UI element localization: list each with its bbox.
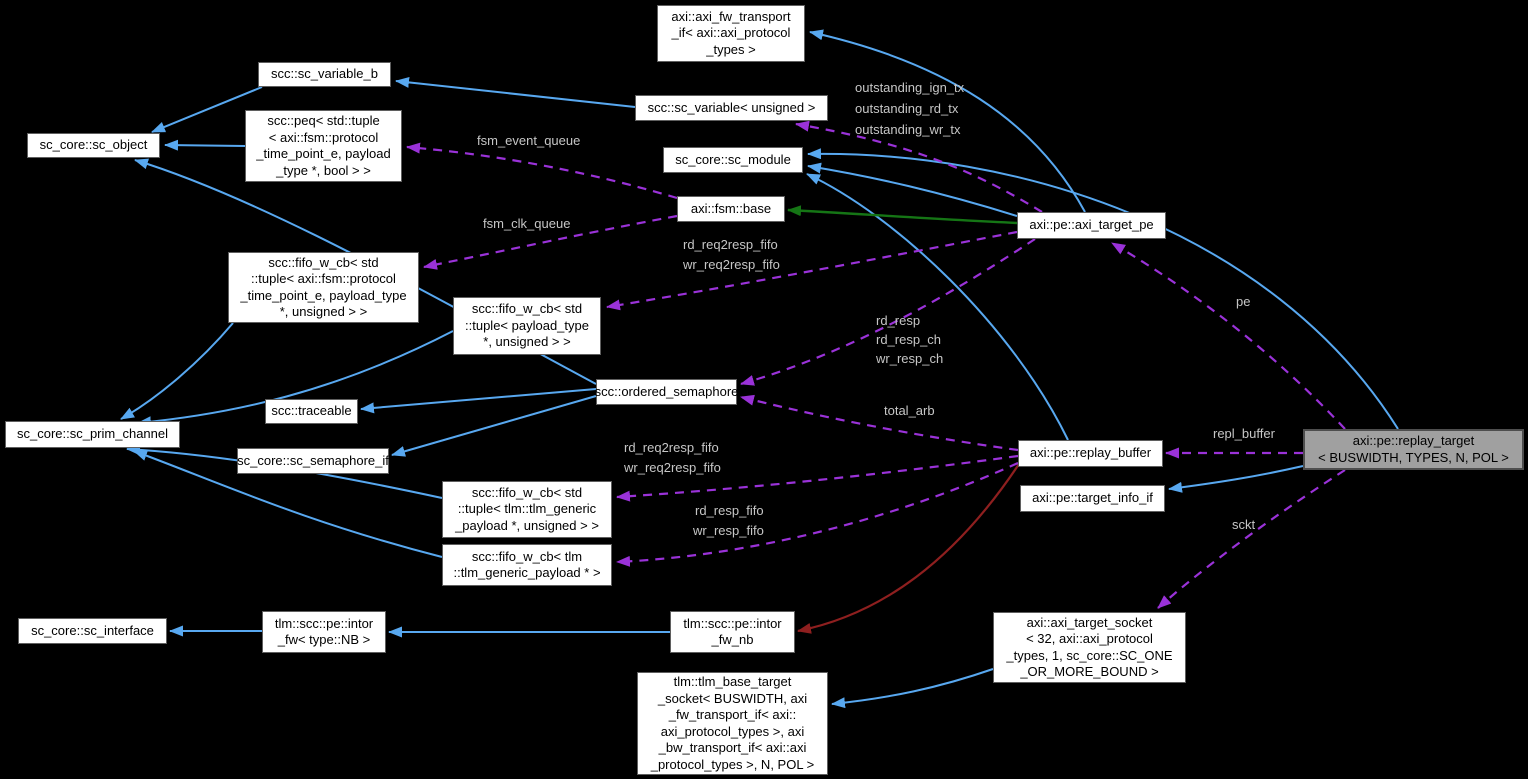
node-scc-fifo-w-cb-tlm-tuple[interactable]: scc::fifo_w_cb< std ::tuple< tlm::tlm_ge… <box>442 481 612 538</box>
edge-replay_buffer-to-intor_fw_nb <box>797 463 1020 634</box>
edge-label-rd-resp-fifo: rd_resp_fifo <box>695 503 764 518</box>
node-scc-fifo-w-cb-payload-tuple[interactable]: scc::fifo_w_cb< std ::tuple< payload_typ… <box>453 297 601 355</box>
edge-label-pe-rd-req2resp-fifo: rd_req2resp_fifo <box>683 237 778 252</box>
node-sc-core-sc-interface[interactable]: sc_core::sc_interface <box>18 618 167 644</box>
edge-replay_buffer-to-ordered_semaphore <box>740 394 1019 452</box>
node-scc-sc-variable-unsigned[interactable]: scc::sc_variable< unsigned > <box>635 95 828 121</box>
node-axi-fsm-base[interactable]: axi::fsm::base <box>677 196 785 222</box>
edge-label-repl-buffer: repl_buffer <box>1213 426 1275 441</box>
edge-axi_target_pe-to-sc_variable_unsigned <box>795 120 1043 213</box>
node-scc-ordered-semaphore[interactable]: scc::ordered_semaphore <box>595 379 738 405</box>
node-axi-axi-target-socket[interactable]: axi::axi_target_socket < 32, axi::axi_pr… <box>993 612 1186 683</box>
edge-fifo_payload_tuple-to-prim_channel <box>137 330 454 428</box>
edge-fifo_fsm_tuple-to-prim_channel <box>120 322 234 420</box>
edge-label-outstanding-ign-tx: outstanding_ign_tx <box>855 80 965 95</box>
node-scc-fifo-w-cb-tlm-ptr[interactable]: scc::fifo_w_cb< tlm ::tlm_generic_payloa… <box>442 544 612 586</box>
node-scc-traceable[interactable]: scc::traceable <box>265 399 358 424</box>
edge-replay_target-to-axi_target_socket <box>1157 469 1346 609</box>
edge-replay_buffer-to-sc_module <box>806 173 1069 441</box>
node-tlm-scc-pe-intor-fw-nb[interactable]: tlm::scc::pe::intor _fw_nb <box>670 611 795 653</box>
node-tlm-tlm-base-target-socket[interactable]: tlm::tlm_base_target _socket< BUSWIDTH, … <box>637 672 828 775</box>
edge-label-buf-wr-req2resp-fifo: wr_req2resp_fifo <box>624 460 721 475</box>
node-sc-core-sc-object[interactable]: sc_core::sc_object <box>27 133 160 158</box>
edge-fsm_base-to-fifo_fsm_tuple <box>423 214 678 270</box>
edge-replay_buffer-to-fifo_tlm_tuple <box>616 454 1019 502</box>
edge-fifo_tlm_ptr-to-prim_channel <box>133 450 443 558</box>
edge-replay_target-to-axi_target_pe <box>1111 242 1346 430</box>
edge-replay_buffer-to-fifo_tlm_ptr <box>616 461 1019 567</box>
edge-label-wr-resp-fifo: wr_resp_fifo <box>693 523 764 538</box>
edge-peq-to-sc_object <box>164 139 246 151</box>
edge-label-wr-resp-ch: wr_resp_ch <box>876 351 944 366</box>
edge-label-total-arb: total_arb <box>884 403 935 418</box>
edge-label-fsm-event-queue: fsm_event_queue <box>477 133 581 148</box>
edge-label-fsm-clk-queue: fsm_clk_queue <box>483 216 571 231</box>
edge-sc_variable_b-to-sc_object <box>151 86 263 133</box>
edge-axi_target_pe-to-ordered_semaphore <box>740 238 1036 386</box>
edge-label-buf-rd-req2resp-fifo: rd_req2resp_fifo <box>624 440 719 455</box>
node-sc-core-sc-prim-channel[interactable]: sc_core::sc_prim_channel <box>5 421 180 448</box>
node-scc-peq[interactable]: scc::peq< std::tuple < axi::fsm::protoco… <box>245 110 402 182</box>
edge-label-pe: pe <box>1236 294 1251 309</box>
node-axi-pe-replay-buffer[interactable]: axi::pe::replay_buffer <box>1018 440 1163 467</box>
edge-sc_variable_unsigned-to-sc_variable_b <box>395 76 636 108</box>
edge-ordered_semaphore-to-semaphore_if <box>391 395 597 457</box>
edge-label-outstanding-rd-tx: outstanding_rd_tx <box>855 101 959 116</box>
edge-label-rd-resp-ch: rd_resp_ch <box>876 332 942 347</box>
node-scc-sc-variable-b[interactable]: scc::sc_variable_b <box>258 62 391 87</box>
edge-axi_target_socket-to-tlm_base_target_socket <box>831 668 994 709</box>
node-sc-core-sc-module[interactable]: sc_core::sc_module <box>663 147 803 173</box>
node-tlm-scc-pe-intor-fw[interactable]: tlm::scc::pe::intor _fw< type::NB > <box>262 611 386 653</box>
node-sc-core-sc-semaphore-if[interactable]: sc_core::sc_semaphore_if <box>237 448 389 474</box>
node-axi-pe-target-info-if[interactable]: axi::pe::target_info_if <box>1020 485 1165 512</box>
edge-axi_target_pe-to-sc_module <box>807 162 1018 217</box>
edge-axi_target_pe-to-fw_transport <box>809 29 1086 213</box>
edge-replay_target-to-target_info_if <box>1168 465 1304 493</box>
edge-ordered_semaphore-to-traceable <box>360 388 597 414</box>
edge-label-rd-resp: rd_resp <box>876 313 921 328</box>
edge-axi_target_pe-to-fifo_payload_tuple <box>606 230 1018 311</box>
edge-fsm_base-to-peq <box>406 142 678 200</box>
edge-replay_target-to-sc_module <box>807 148 1399 430</box>
node-axi-pe-replay-target-current: axi::pe::replay_target < BUSWIDTH, TYPES… <box>1303 429 1524 470</box>
node-scc-fifo-w-cb-fsm-tuple[interactable]: scc::fifo_w_cb< std ::tuple< axi::fsm::p… <box>228 252 419 323</box>
edge-label-sckt: sckt <box>1232 517 1256 532</box>
node-axi-pe-axi-target-pe[interactable]: axi::pe::axi_target_pe <box>1017 212 1166 239</box>
edge-label-outstanding-wr-tx: outstanding_wr_tx <box>855 122 961 137</box>
edge-label-pe-wr-req2resp-fifo: wr_req2resp_fifo <box>683 257 780 272</box>
node-axi-axi-fw-transport-if[interactable]: axi::axi_fw_transport _if< axi::axi_prot… <box>657 5 805 62</box>
edge-axi_target_pe-to-fsm_base <box>787 205 1018 225</box>
